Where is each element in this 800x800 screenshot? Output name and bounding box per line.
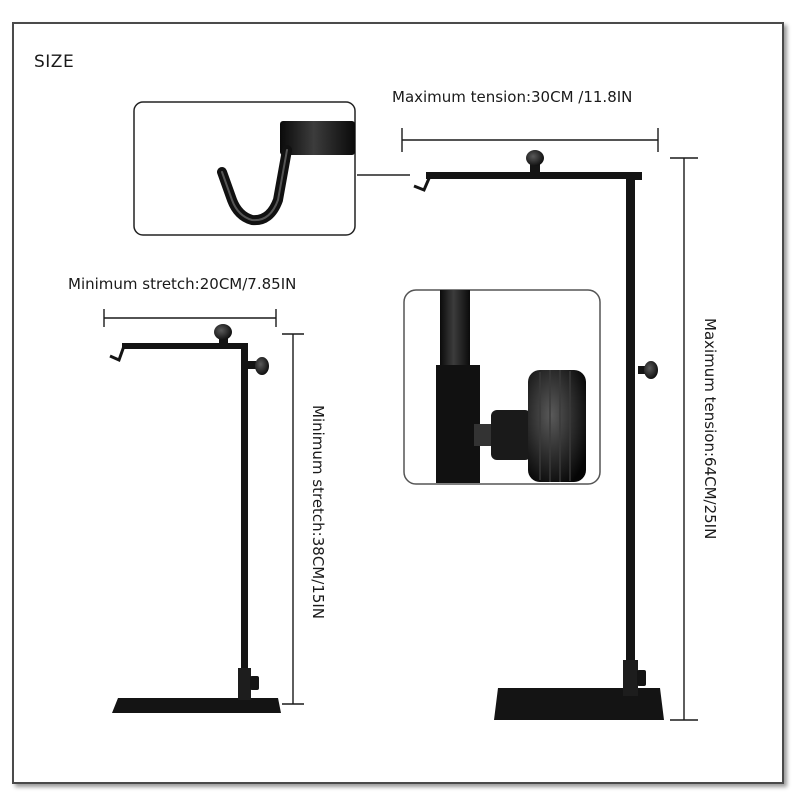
stand-max-base <box>494 688 664 720</box>
stand-minimum <box>109 324 281 713</box>
knob-hub-closeup <box>491 410 531 460</box>
max-width-label: Maximum tension:30CM /11.8IN <box>392 88 633 106</box>
size-heading: SIZE <box>34 52 75 72</box>
knob-closeup-icon <box>528 370 586 482</box>
dimension-lines <box>103 128 698 721</box>
stand-maximum <box>413 150 664 720</box>
stand-max-lower-knob <box>637 670 646 686</box>
knob-detail-inset <box>403 289 601 485</box>
stand-min-base <box>112 698 281 713</box>
hook-detail-inset <box>133 101 356 236</box>
stand-min-hook <box>109 345 126 363</box>
stand-min-lower-knob <box>250 676 259 690</box>
stand-min-top-knob <box>214 324 232 340</box>
stand-max-pole <box>626 172 635 694</box>
stand-max-hook <box>413 175 432 192</box>
bolt-closeup <box>474 424 492 446</box>
pole-closeup-upper <box>440 290 470 370</box>
min-width-label: Minimum stretch:20CM/7.85IN <box>68 275 297 293</box>
stand-min-pole <box>241 345 248 703</box>
stand-max-side-knob <box>644 361 658 379</box>
stand-max-arm <box>426 172 636 179</box>
stand-max-top-knob <box>526 150 544 166</box>
stand-min-side-knob <box>255 357 269 375</box>
stand-min-arm <box>122 343 248 349</box>
hook-arm-closeup <box>280 121 355 155</box>
pole-clamp-closeup <box>436 365 480 483</box>
